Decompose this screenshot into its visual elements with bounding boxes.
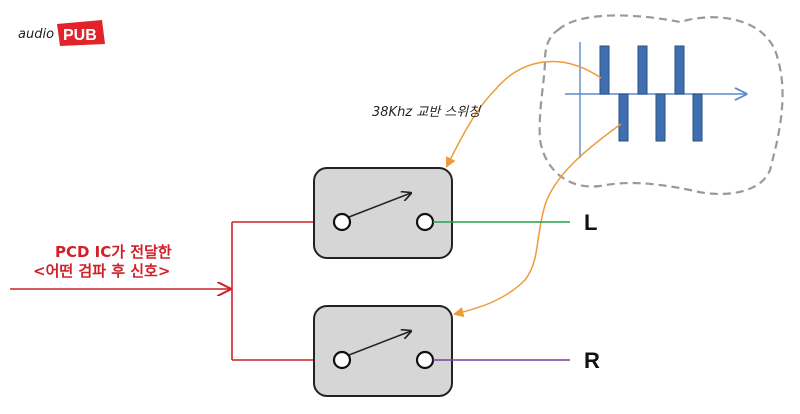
switch-right-lever (348, 331, 411, 356)
logo-text-pub: PUB (63, 27, 97, 44)
switch-left (313, 167, 453, 259)
input-label-line1: PCD IC가 전달한 (55, 243, 172, 261)
logo-badge (57, 20, 105, 46)
frequency-label: 38Khz 교반 스위칭 (372, 105, 481, 120)
arrow-to-right-switch (452, 123, 622, 318)
input-label-line2: <어떤 검파 후 신호> (33, 262, 170, 280)
switch-right-output-terminal (415, 350, 435, 370)
switch-left-box (313, 167, 453, 259)
pulse-right-2 (655, 93, 666, 142)
switch-right-input-terminal (332, 350, 352, 370)
left-channel-label: L (584, 210, 597, 235)
pulse-right-3 (692, 93, 703, 142)
waveform-cloud (538, 14, 784, 196)
arrow-to-left-switch (446, 60, 602, 168)
switch-right (313, 305, 453, 397)
switch-left-output-terminal (415, 212, 435, 232)
audiopub-logo: audio PUB (18, 20, 105, 46)
dashed-cloud-outline (538, 14, 784, 196)
input-label: PCD IC가 전달한 <어떤 검파 후 신호> (33, 243, 172, 280)
pulse-left-1 (599, 45, 610, 95)
right-channel-label: R (584, 348, 600, 373)
pulse-left-3 (674, 45, 685, 95)
switch-left-input-terminal (332, 212, 352, 232)
logo-text-audio: audio (18, 27, 54, 42)
pulse-right-1 (618, 93, 629, 142)
switch-left-lever (348, 193, 411, 218)
switch-right-box (313, 305, 453, 397)
pulse-left-2 (637, 45, 648, 95)
